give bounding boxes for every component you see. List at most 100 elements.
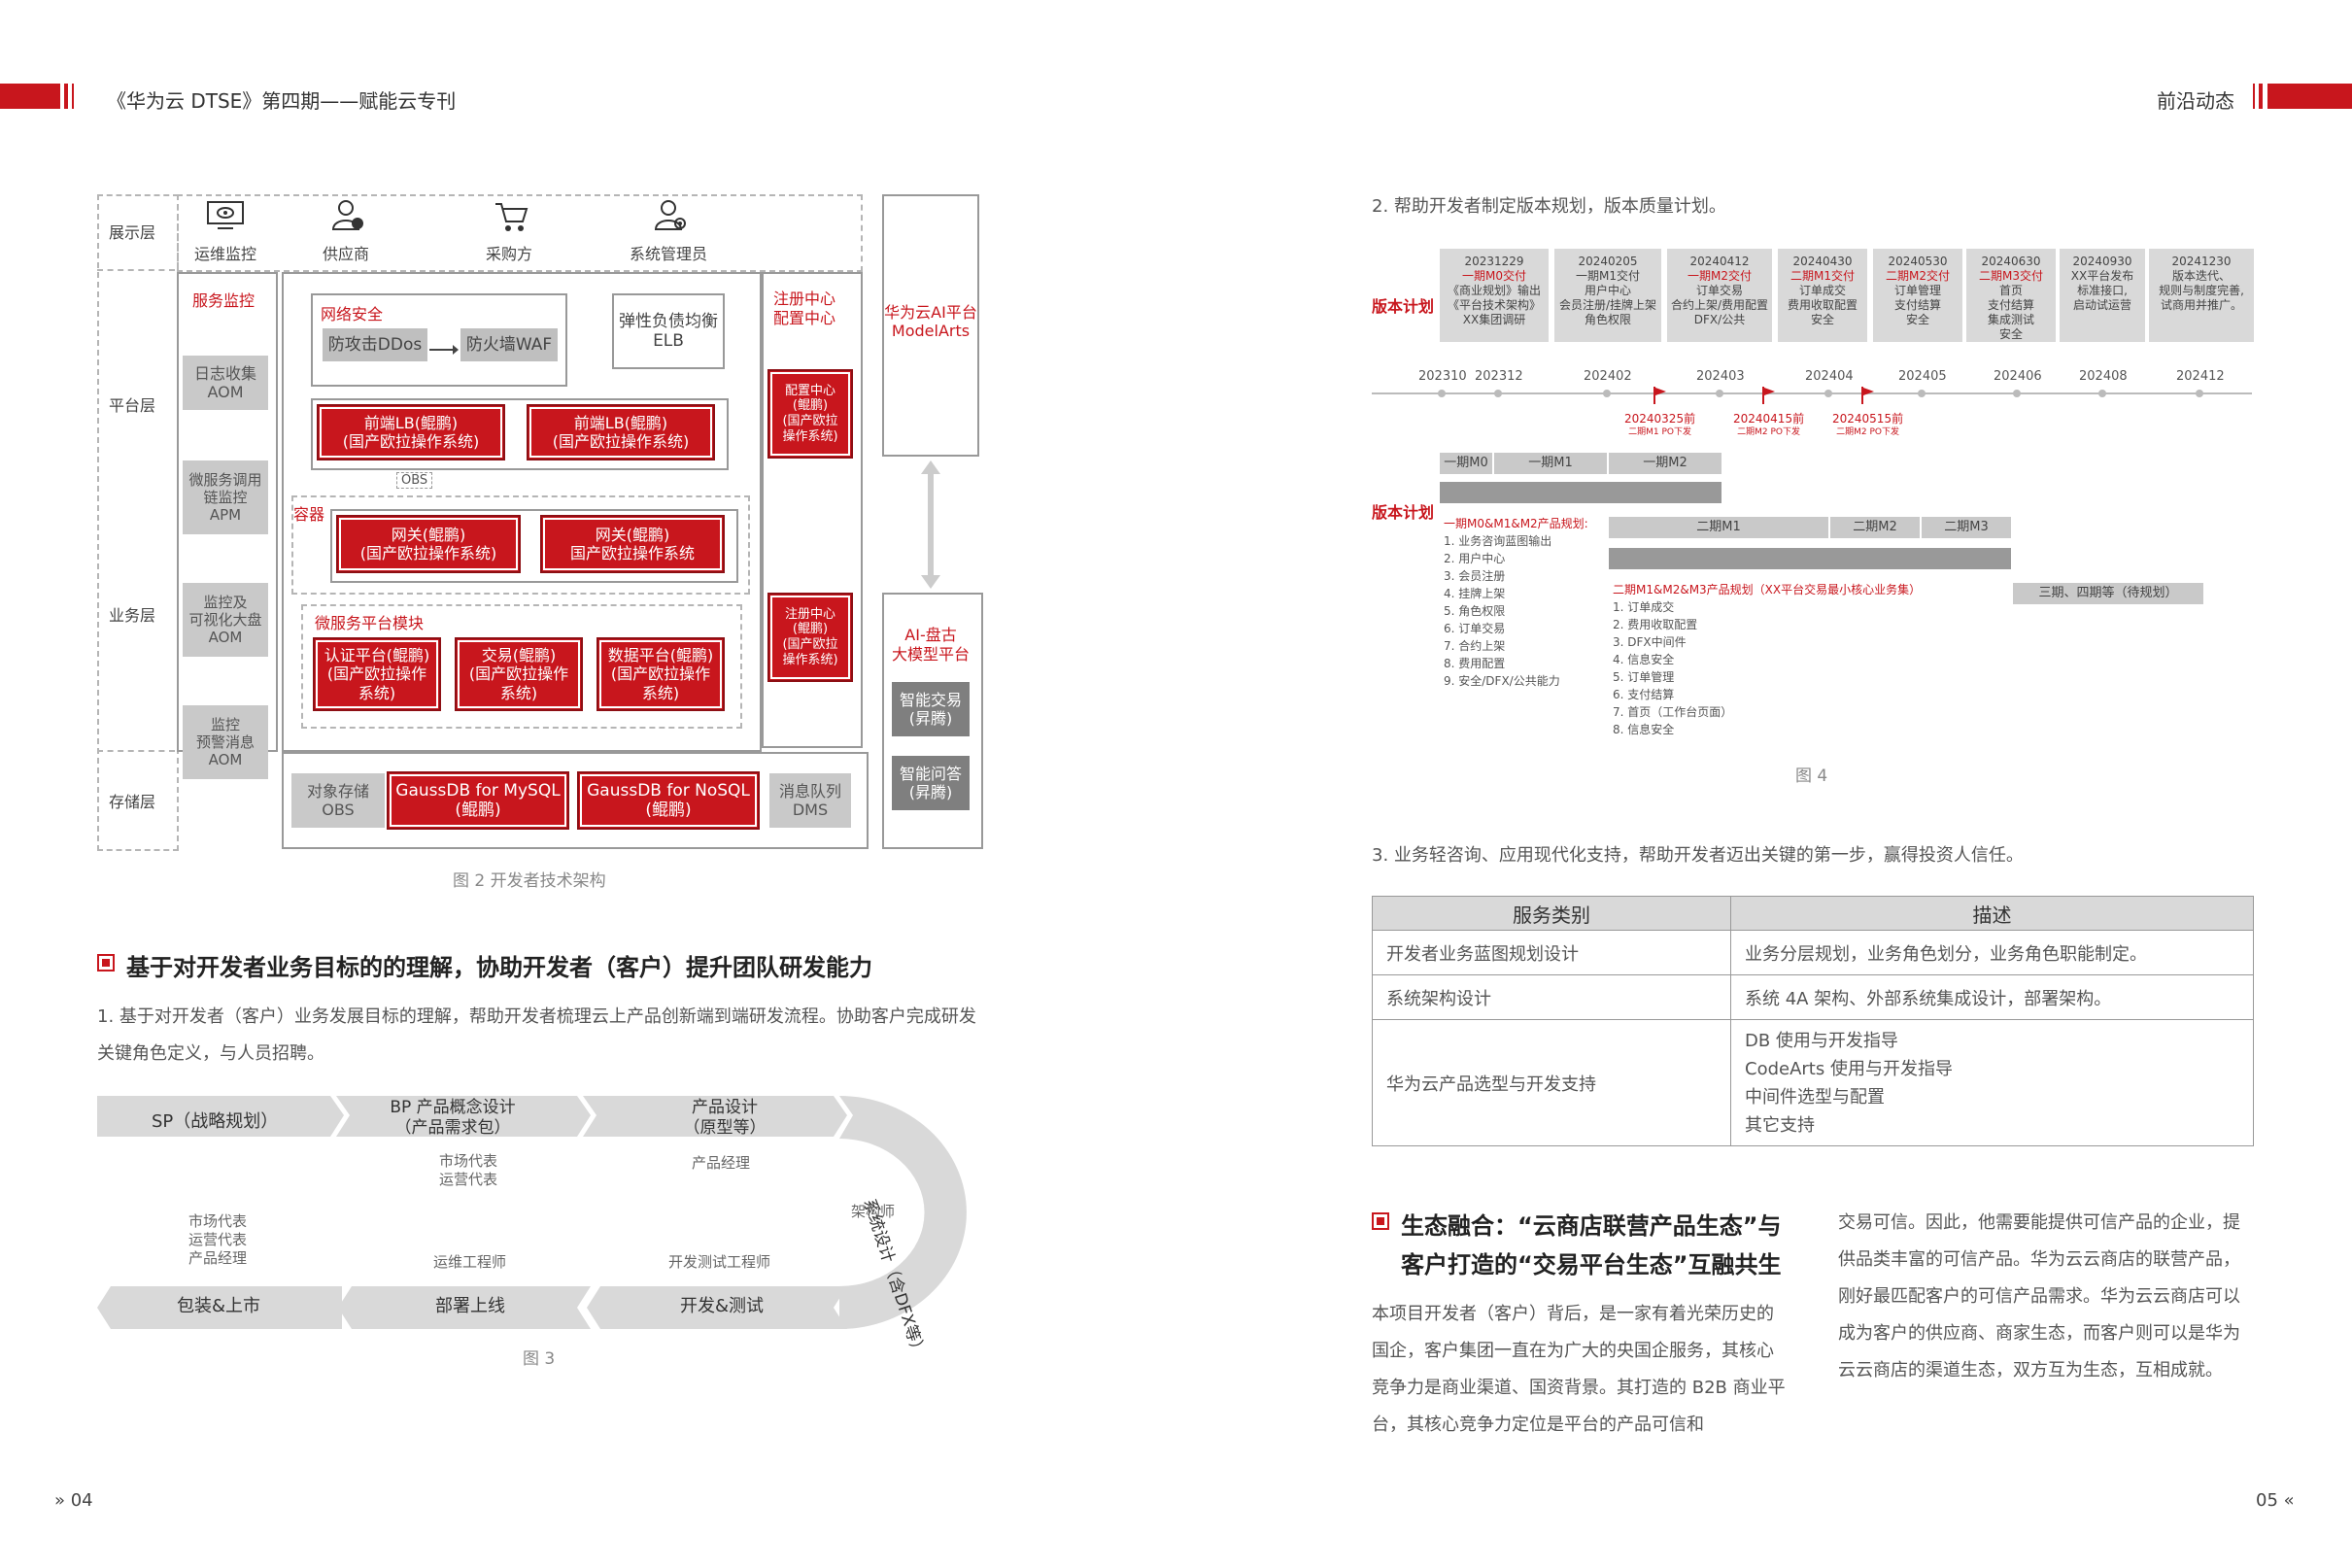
milestone-line: 一期M2交付: [1687, 269, 1752, 283]
milestone-line: 角色权限: [1584, 313, 1631, 326]
milestone-date: 20240530: [1888, 255, 1948, 268]
header-right-bar: [2267, 84, 2352, 109]
role-architect: 架构师: [851, 1203, 896, 1220]
right-paragraph-3: 3. 业务轻咨询、应用现代化支持，帮助开发者迈出关键的第一步，赢得投资人信任。: [1372, 845, 2024, 866]
timeline-dot: [2013, 390, 2021, 397]
table-row: 系统架构设计 系统 4A 架构、外部系统集成设计，部署架构。: [1372, 974, 2254, 1020]
plan-item: 1. 订单成交: [1613, 600, 1675, 614]
milestone-line: 版本迭代、: [2171, 269, 2231, 283]
milestone-line: 《商业规划》输出: [1447, 284, 1541, 297]
milestone-date: 20231229: [1464, 255, 1524, 268]
section-bullet-icon: [97, 954, 115, 971]
eco-heading-line1: 生态融合：“云商店联营产品生态”与: [1401, 1212, 1782, 1240]
milestone-line: 二期M3交付: [1979, 269, 2043, 283]
data-platform-box: 数据平台(鲲鹏) (国产欧拉操作 系统): [597, 637, 725, 711]
desc-line: 其它支持: [1745, 1114, 1815, 1136]
timeline-label: 202310: [1418, 369, 1467, 384]
plan-item: 5. 订单管理: [1613, 670, 1675, 684]
plan-item: 8. 信息安全: [1613, 723, 1675, 736]
flag-date: 20240325前: [1624, 412, 1696, 426]
obs-small-label: OBS: [396, 472, 433, 489]
timeline-label: 202403: [1696, 369, 1745, 384]
figure-2-caption: 图 2 开发者技术架构: [453, 871, 606, 891]
user-buyer-label: 采购方: [486, 245, 533, 263]
plan-item: 5. 角色权限: [1444, 604, 1506, 618]
milestone-date: 20240205: [1578, 255, 1638, 268]
mysql-box: GaussDB for MySQL (鲲鹏): [387, 771, 569, 830]
monitor-icon: [206, 200, 245, 231]
table-cell-category: 华为云产品选型与开发支持: [1372, 1019, 1731, 1146]
milestone-line: 订单管理: [1893, 284, 1941, 297]
nosql-box: GaussDB for NoSQL (鲲鹏): [577, 771, 760, 830]
eco-heading-line2: 客户打造的“交易平台生态”互融共生: [1401, 1251, 1782, 1278]
timeline-label: 202412: [2176, 369, 2225, 384]
step-product-design: 产品设计 （原型等）: [683, 1098, 767, 1138]
milestone-line: 用户中心: [1584, 284, 1631, 297]
header-left-stripe: [64, 84, 68, 109]
right-paragraph-2: 2. 帮助开发者制定版本规划，版本质量计划。: [1372, 196, 1726, 217]
plan-item: 8. 费用配置: [1444, 657, 1506, 670]
table-header-category: 服务类别: [1372, 896, 1731, 931]
container-frame: [291, 495, 750, 595]
role-pm: 产品经理: [692, 1154, 751, 1172]
milestone-date: 20241230: [2171, 255, 2232, 268]
gantt-e2m3: 二期M3: [1922, 517, 2011, 538]
figure-4-caption: 图 4: [1795, 767, 1828, 786]
header-right-stripe: [2259, 84, 2263, 109]
user-ops-label: 运维监控: [194, 245, 257, 263]
milestone-date: 20240630: [1981, 255, 2041, 268]
table-row: 开发者业务蓝图规划设计 业务分层规划，业务角色划分，业务角色职能制定。: [1372, 930, 2254, 975]
timeline-axis: [1372, 392, 2252, 394]
milestone-line: 首页: [1998, 284, 2023, 297]
figure-3-caption: 图 3: [523, 1349, 556, 1369]
milestone-line: 会员注册/挂牌上架: [1558, 298, 1657, 312]
timeline-dot: [2196, 390, 2203, 397]
plan-item: 2. 用户中心: [1444, 552, 1506, 565]
timeline-dot: [1918, 390, 1926, 397]
table-header-description: 描述: [1730, 896, 2254, 931]
timeline-label: 202408: [2079, 369, 2128, 384]
timeline-label: 202406: [1994, 369, 2042, 384]
eco-paragraph-left: 本项目开发者（客户）背后，是一家有着光荣历史的国企，客户集团一直在为广大的央国企…: [1372, 1304, 1786, 1435]
net-security-title: 网络安全: [321, 305, 384, 324]
section-bullet-icon: [1372, 1212, 1389, 1230]
header-left-title: 《华为云 DTSE》第四期——赋能云专刊: [107, 89, 457, 113]
smart-qa-box: 智能问答 (昇腾): [892, 756, 970, 810]
step-sp: SP（战略规划）: [152, 1111, 279, 1132]
flag-label: 20240515前二期M2 PO下发: [1832, 412, 1903, 439]
plan-item: 4. 信息安全: [1613, 653, 1675, 666]
section1-paragraph: 1. 基于对开发者（客户）业务发展目标的理解，帮助开发者梳理云上产品创新端到端研…: [97, 1006, 976, 1064]
pangu-frame: [882, 593, 983, 849]
milestone-line: 费用收取配置: [1787, 298, 1858, 312]
modelarts-box: 华为云AI平台 ModelArts: [882, 194, 979, 457]
section1-heading: 基于对开发者业务目标的的理解，协助开发者（客户）提升团队研发能力: [126, 954, 872, 981]
table-cell-category: 系统架构设计: [1372, 974, 1731, 1020]
plan-item: 7. 首页（工作台页面）: [1613, 705, 1733, 719]
plan-item: 9. 安全/DFX/公共能力: [1444, 674, 1560, 688]
flag-sub: 二期M2 PO下发: [1836, 427, 1899, 437]
milestone-line: 安全: [1998, 327, 2023, 341]
table-cell-category: 开发者业务蓝图规划设计: [1372, 930, 1731, 975]
storage-frame: [282, 752, 869, 849]
timeline-dot: [1824, 390, 1832, 397]
plan-item: 6. 订单交易: [1444, 622, 1506, 635]
phase1-plan-title: 一期M0&M1&M2产品规划:: [1444, 517, 1588, 530]
waf-box: 防火墙WAF: [460, 328, 558, 361]
page-number-right: 05 «: [2256, 1490, 2295, 1511]
plan-item: 6. 支付结算: [1613, 688, 1675, 701]
flag-icon: [1762, 387, 1776, 404]
flag-icon: [1861, 387, 1875, 404]
cart-icon: [494, 200, 528, 233]
milestone-line: 标准接口,: [2077, 284, 2128, 297]
apm-box: 微服务调用 链监控 APM: [183, 460, 268, 534]
alarm-box: 监控 预警消息 AOM: [183, 705, 268, 779]
layer-business: 业务层: [109, 606, 156, 625]
milestone-line: 《平台技术架构》: [1447, 298, 1541, 312]
header-right-stripe2: [2253, 84, 2255, 109]
platform-frame: [282, 272, 762, 752]
